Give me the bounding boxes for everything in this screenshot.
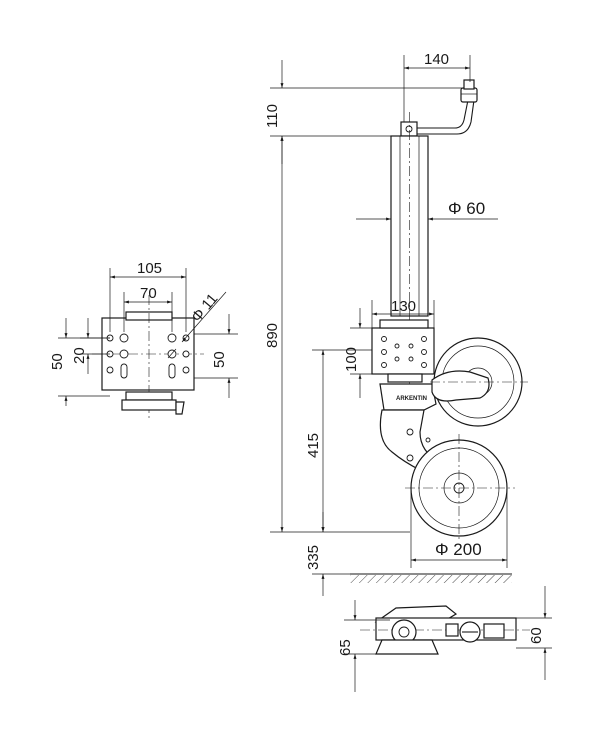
dim-plate-height-left-label: 50	[49, 353, 66, 370]
dim-wheel-diameter: Φ 200	[410, 488, 508, 568]
dim-plate-width-label: 105	[137, 260, 162, 277]
dim-top-height-label: 110	[264, 104, 281, 128]
ground-line	[350, 573, 512, 583]
dim-total-height: 890	[264, 136, 410, 533]
svg-text:ARKENTIN: ARKENTIN	[396, 396, 427, 402]
dim-plate-inner-height-label: 20	[71, 347, 88, 364]
clamp-flange	[371, 319, 435, 383]
dim-top-height: 110	[264, 60, 462, 164]
dim-flange-height: 100	[343, 308, 372, 398]
dim-plate-inner-width-label: 70	[140, 285, 157, 302]
dim-wheel-axis-height: 415	[305, 349, 372, 532]
dim-ground-clearance: 335	[305, 512, 350, 596]
dim-plate-inner-height: 20	[71, 318, 110, 374]
dim-folded-height-label: 65	[337, 639, 354, 656]
dim-tube-diameter: Φ 60	[356, 199, 498, 221]
crank-handle	[412, 79, 478, 135]
side-view: ARKENTIN	[350, 79, 528, 583]
dim-flange-height-label: 100	[343, 347, 360, 372]
dim-plate-inner-width: 70	[123, 285, 173, 332]
dim-flange-width: 130	[371, 298, 435, 328]
dim-ground-clearance-label: 335	[305, 545, 322, 570]
dim-plate-height-right: 50	[194, 314, 238, 398]
dim-handle-width-label: 140	[424, 51, 449, 68]
plate-view	[92, 295, 204, 420]
dim-flange-width-label: 130	[391, 298, 416, 315]
dim-tube-diameter-label: Φ 60	[448, 199, 485, 218]
dim-plate-width: 105	[109, 260, 187, 332]
dim-wheel-diameter-label: Φ 200	[435, 540, 482, 559]
dim-wheel-axis-height-label: 415	[305, 433, 322, 458]
wheel-raised	[430, 337, 528, 427]
dim-total-height-label: 890	[264, 323, 281, 348]
dim-handle-width: 140	[403, 51, 471, 122]
dim-folded-wheel-height: 60	[516, 586, 552, 680]
dim-folded-height: 65	[337, 600, 390, 692]
dim-folded-wheel-height-label: 60	[528, 627, 545, 644]
folded-view	[360, 605, 530, 655]
dim-plate-height-right-label: 50	[211, 351, 228, 368]
